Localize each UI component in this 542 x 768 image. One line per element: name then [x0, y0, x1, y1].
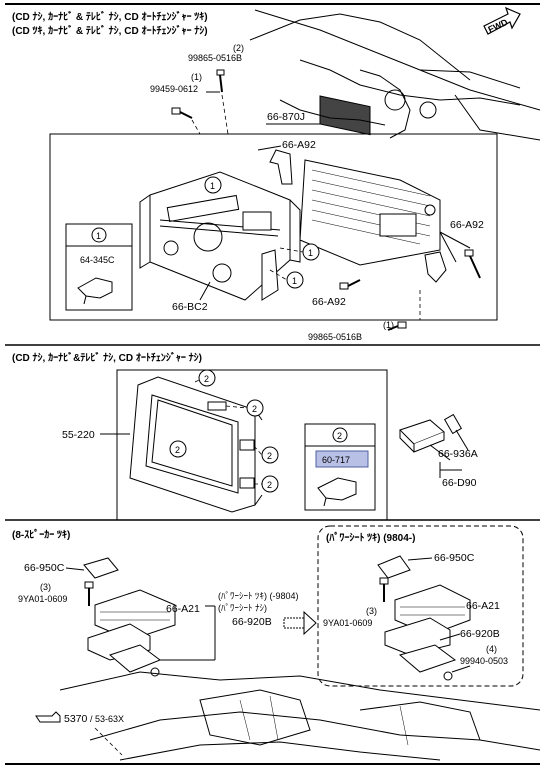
part-99865-0516b-top: 99865-0516B	[188, 53, 242, 63]
header-top-line2: (CD ﾂｷ, ｶｰﾅﾋﾞ & ﾃﾚﾋﾞ ﾅｼ, CD ｵｰﾄﾁｪﾝｼﾞｬｰ ﾅ…	[12, 24, 208, 37]
part-66-936a: 66-936A	[438, 448, 478, 460]
screw-icon	[216, 69, 225, 93]
part-60-717: 60-717	[322, 455, 350, 465]
ref-5370: 5370	[64, 713, 88, 725]
highlight-60-717	[315, 450, 369, 468]
callout-2-e: 2	[261, 475, 279, 493]
cover-right	[377, 555, 411, 579]
fwd-arrow-icon: FWD	[483, 6, 521, 35]
part-66-d90: 66-D90	[442, 477, 477, 489]
qty-1-top: (1)	[191, 72, 202, 82]
part-66-a92-b: 66-A92	[450, 219, 484, 231]
svg-text:1: 1	[308, 248, 313, 258]
inset-box-1: 1 64-345C	[65, 223, 133, 311]
header-bottom-left: (8-ｽﾋﾟｰｶｰ ﾂｷ)	[12, 528, 70, 541]
part-9ya01-0609-left: 9YA01-0609	[18, 594, 67, 604]
screw-icon	[464, 249, 481, 279]
part-66-870j: 66-870J	[267, 111, 305, 123]
callout-2-d: 2	[261, 446, 279, 464]
part-66-920b-left: 66-920B	[232, 616, 272, 628]
part-66-a92-a: 66-A92	[282, 139, 316, 151]
part-66-920b-right: 66-920B	[460, 628, 500, 640]
header-top-line1: (CD ﾅｼ, ｶｰﾅﾋﾞ & ﾃﾚﾋﾞ ﾅｼ, CD ｵｰﾄﾁｪﾝｼﾞｬｰ ﾂ…	[12, 10, 208, 23]
bolt-icon	[171, 107, 193, 119]
reference-hand-icon	[35, 711, 61, 723]
callout-1-b: 1	[286, 271, 304, 289]
callout-2-c: 2	[169, 440, 187, 458]
part-66-a21-right: 66-A21	[466, 600, 500, 612]
note-power-seat-no: (ﾊﾟﾜｰｼｰﾄ ﾅｼ)	[218, 603, 267, 613]
bracket-left-lower	[261, 249, 279, 301]
dash-bezel	[129, 376, 263, 513]
inset-box-2: 2 60-717	[304, 423, 376, 511]
seat-mechanism-left	[87, 589, 176, 677]
qty-4: (4)	[486, 644, 497, 654]
part-66-950c-right: 66-950C	[434, 552, 475, 564]
note-power-seat-yes: (ﾊﾟﾜｰｼｰﾄ ﾂｷ) (-9804)	[218, 591, 299, 601]
callout-1-c: 1	[204, 176, 222, 194]
cover-left	[83, 557, 119, 579]
part-9ya01-0609-right: 9YA01-0609	[323, 618, 372, 628]
part-99865-0516b-bottom: 99865-0516B	[308, 332, 362, 342]
floor-pan-illustration	[59, 671, 541, 761]
assembly-box-1	[49, 133, 498, 321]
callout-2-a: 2	[198, 369, 216, 387]
part-55-220: 55-220	[62, 429, 95, 441]
callout-1-box: 1	[96, 231, 101, 241]
seat-mechanism-right	[384, 584, 471, 681]
assembly-box-3-power-seat	[317, 525, 524, 687]
screw-icon	[387, 321, 407, 331]
dashboard-illustration	[249, 9, 541, 141]
svg-text:2: 2	[267, 451, 272, 461]
svg-text:1: 1	[210, 181, 215, 191]
svg-text:1: 1	[292, 276, 297, 286]
part-66-a92-c: 66-A92	[312, 296, 346, 308]
bracket-left-upper	[269, 149, 293, 185]
connector-plug	[399, 413, 469, 461]
part-99940-0503: 99940-0503	[460, 656, 508, 666]
part-66-950c-left: 66-950C	[24, 562, 65, 574]
header-mid: (CD ﾅｼ, ｶｰﾅﾋﾞ&ﾃﾚﾋﾞ ﾅｼ, CD ｵｰﾄﾁｪﾝｼﾞｬｰ ﾅｼ)	[12, 351, 202, 364]
callout-2-b: 2	[246, 399, 264, 417]
qty-2-top: (2)	[233, 43, 244, 53]
qty-1-bottom: (1)	[383, 320, 394, 330]
bracket-right	[424, 251, 447, 283]
bolt-icon	[84, 581, 94, 606]
svg-text:2: 2	[175, 445, 180, 455]
audio-unit-front-panel	[139, 171, 301, 301]
svg-text:2: 2	[267, 480, 272, 490]
bolt-icon	[379, 577, 389, 602]
part-66-bc2: 66-BC2	[172, 301, 208, 313]
screw-icon	[339, 279, 361, 290]
callout-1-a: 1	[302, 243, 320, 261]
svg-text:2: 2	[204, 374, 209, 384]
part-64-345c: 64-345C	[80, 255, 115, 265]
svg-text:2: 2	[252, 404, 257, 414]
qty-3-left: (3)	[40, 582, 51, 592]
audio-unit-body	[299, 159, 441, 266]
callout-2-box: 2	[337, 431, 342, 441]
part-66-a21-left: 66-A21	[166, 603, 200, 615]
part-99459-0612: 99459-0612	[150, 84, 198, 94]
qty-3-right: (3)	[366, 606, 377, 616]
arrow-right-icon	[283, 610, 317, 636]
header-bottom-right: (ﾊﾟﾜｰｼｰﾄ ﾂｷ) (9804-)	[326, 531, 415, 544]
ref-53-63x: / 53-63X	[90, 714, 124, 724]
